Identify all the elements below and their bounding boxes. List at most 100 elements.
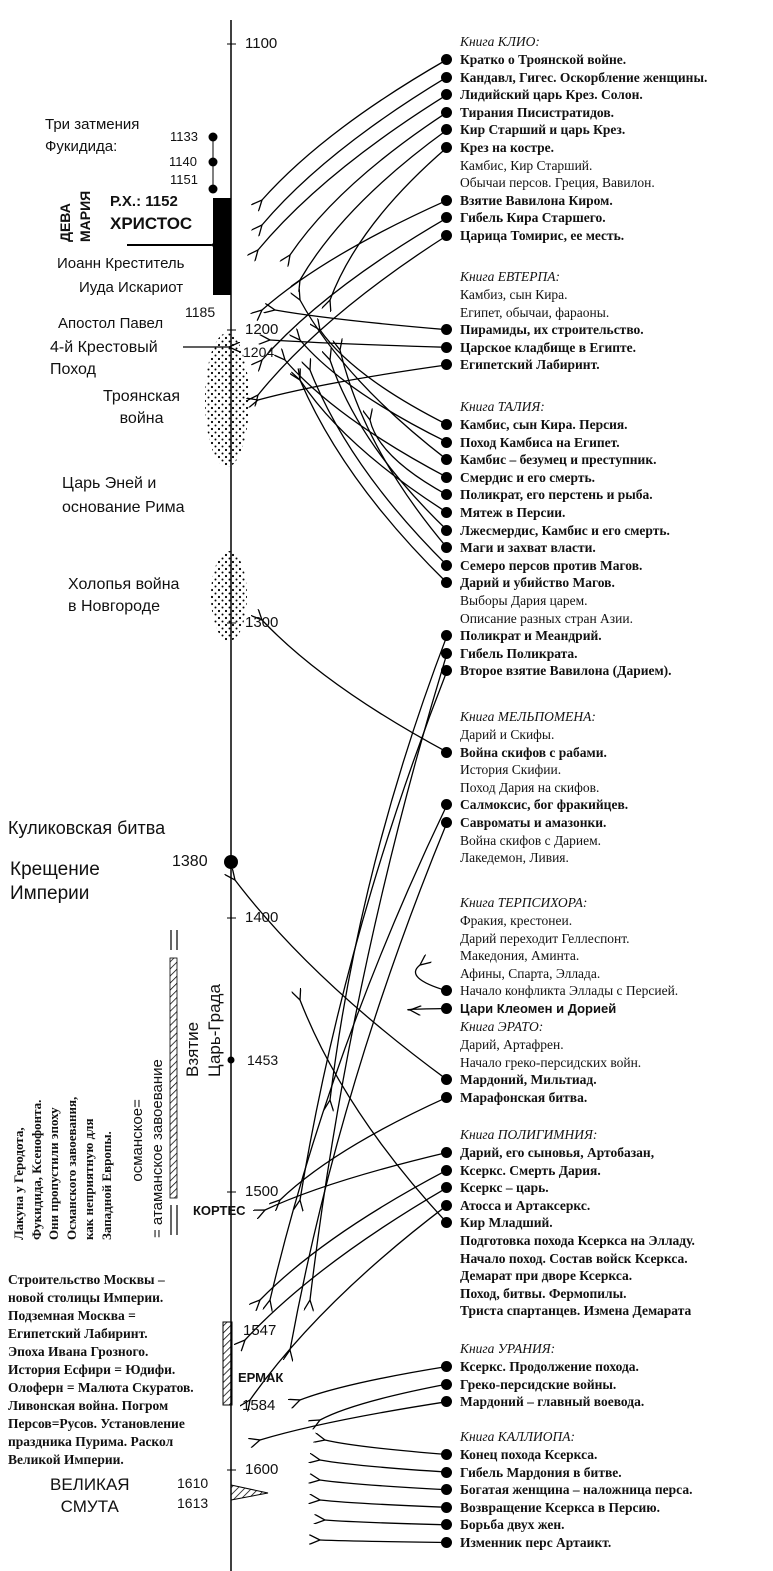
connection-arrow (325, 1440, 448, 1456)
book-item: Второе взятие Вавилона (Дарием). (441, 662, 672, 680)
book-section: Книга ЭРАТО:Дарий, Артафрен.Начало греко… (441, 1018, 641, 1107)
book-item-text: Тирания Писистратидов. (460, 104, 615, 120)
connection-arrow (320, 1500, 448, 1508)
year-1140: 1140 (169, 154, 197, 169)
book-item: Поход, битвы. Фермопилы. (460, 1285, 695, 1303)
book-item-text: Камбис – безумец и преступник. (460, 452, 657, 468)
book-item-text: Марафонская битва. (460, 1089, 588, 1105)
connection-arrow (300, 380, 448, 584)
bullet-dot-icon (441, 89, 452, 101)
book-item: Ксеркс. Смерть Дария. (441, 1162, 695, 1180)
book-item-text: Начало поход. Состав войск Ксеркса. (460, 1250, 688, 1266)
bullet-dot-icon (441, 506, 452, 518)
book-item: Гибель Поликрата. (441, 645, 672, 663)
year-1133: 1133 (170, 129, 198, 144)
book-item: Мятеж в Персии. (441, 504, 672, 522)
book-item-text: Богатая женщина – наложница перса. (460, 1482, 693, 1498)
book-item: Царское кладбище в Египте. (441, 339, 644, 357)
bullet-dot-icon (441, 1147, 452, 1158)
tick-label-1500: 1500 (245, 1183, 279, 1200)
connection-arrow (290, 822, 448, 1351)
book-item-text: Фракия, крестонеи. (460, 913, 573, 928)
bullet-dot-icon (441, 816, 452, 828)
book-item-text: Греко-персидские войны. (460, 1376, 617, 1392)
year-1185: 1185 (185, 304, 216, 320)
book-item-text: Египетский Лабиринт. (460, 357, 600, 373)
book-item-text: Ксеркс. Продолжение похода. (460, 1359, 639, 1374)
book-item-text: Камбиз, сын Кира. (460, 287, 568, 302)
year-1610: 1610 (177, 1475, 209, 1491)
book-item-text: Война скифов с Дарием. (460, 832, 602, 848)
bullet-dot-icon (441, 630, 452, 642)
book-item-text: Ксеркс. Смерть Дария. (460, 1162, 601, 1178)
book-item-text: Смердис и его смерть. (460, 469, 595, 485)
bullet-dot-icon (441, 524, 452, 536)
bullet-dot-icon (441, 471, 452, 483)
book-item-text: Кир Старший и царь Крез. (460, 122, 626, 138)
connection-arrow (407, 1009, 448, 1011)
christ-era-bar (213, 198, 231, 295)
tick-label-1200: 1200 (245, 321, 279, 338)
book-item-text: Выборы Дария царем. (460, 592, 588, 608)
book-item: Обычаи персов. Греция, Вавилон. (460, 174, 707, 192)
book-item-text: Царское кладбище в Египте. (460, 339, 637, 355)
connection-arrow (260, 1169, 448, 1300)
book-item-text: Дарий и убийство Магов. (460, 575, 615, 591)
bullet-dot-icon (441, 1466, 452, 1478)
book-item: Греко-персидские войны. (441, 1376, 644, 1394)
bullet-dot-icon (441, 1091, 452, 1103)
bullet-dot-icon (441, 1002, 452, 1014)
book-item-text: Камбис, Кир Старший. (460, 157, 593, 173)
book-section: Книга УРАНИЯ: Ксеркс. Продолжение похода.… (441, 1340, 644, 1411)
tick-label-1300: 1300 (245, 614, 279, 631)
connection-arrow (320, 1540, 448, 1543)
connection-arrow (330, 147, 448, 301)
year-1151: 1151 (170, 172, 198, 187)
book-item: Цари Клеомен и Дорией (441, 1000, 678, 1018)
connection-arrow (340, 350, 448, 549)
book-item: Война скифов с Дарием. (460, 832, 628, 850)
book-item: Борьба двух жен. (441, 1516, 692, 1534)
connection-arrow (320, 330, 448, 426)
christ-label: ХРИСТОС (110, 214, 193, 233)
book-item-text: Дарий, Артафрен. (460, 1037, 564, 1052)
book-item-text: Второе взятие Вавилона (Дарием). (460, 663, 672, 679)
connection-arrow (260, 1401, 448, 1440)
book-item: Ксеркс – царь. (441, 1179, 695, 1197)
book-item-text: Камбис, сын Кира. Персия. (460, 417, 628, 432)
year-1547: 1547 (243, 1322, 277, 1339)
book-item-text: Дарий, его сыновья, Артобазан, (460, 1145, 655, 1160)
book-item: Мардоний – главный воевода. (441, 1393, 644, 1411)
book-item: Изменник перс Артаикт. (441, 1534, 692, 1552)
year-1453: 1453 (247, 1052, 279, 1068)
book-item: Марафонская битва. (441, 1089, 641, 1107)
bullet-dot-icon (441, 1217, 452, 1229)
book-item: Богатая женщина – наложница перса. (441, 1481, 693, 1499)
bullet-dot-icon (441, 985, 452, 997)
book-item: Камбиз, сын Кира. (460, 286, 644, 304)
connection-arrow (310, 653, 448, 1300)
book-item: Крез на костре. (441, 139, 707, 157)
book-item-text: Крез на костре. (460, 139, 555, 155)
book-item-text: Гибель Поликрата. (460, 645, 578, 661)
connection-arrow (270, 804, 448, 1300)
apostol-label: Апостол Павел (58, 315, 164, 332)
book-title: Книга ТЕРПСИХОРА: (460, 895, 588, 910)
bullet-dot-icon (441, 454, 452, 466)
book-item: Пирамиды, их строительство. (441, 321, 644, 339)
connection-arrow (300, 1000, 448, 1224)
book-section: Книга МЕЛЬПОМЕНА:Дарий и Скифы.Война ски… (441, 708, 628, 867)
book-item: Маги и захват власти. (441, 539, 672, 557)
book-title: Книга УРАНИЯ: (460, 1341, 556, 1356)
connection-arrow (300, 300, 448, 461)
book-item: Гибель Кира Старшего. (441, 209, 707, 227)
book-item-text: Возвращение Ксеркса в Персию. (460, 1499, 661, 1515)
book-item: Конец похода Ксеркса. (441, 1446, 692, 1464)
connection-arrow (330, 360, 448, 531)
bullet-dot-icon (441, 1449, 452, 1460)
bullet-dot-icon (441, 577, 452, 589)
